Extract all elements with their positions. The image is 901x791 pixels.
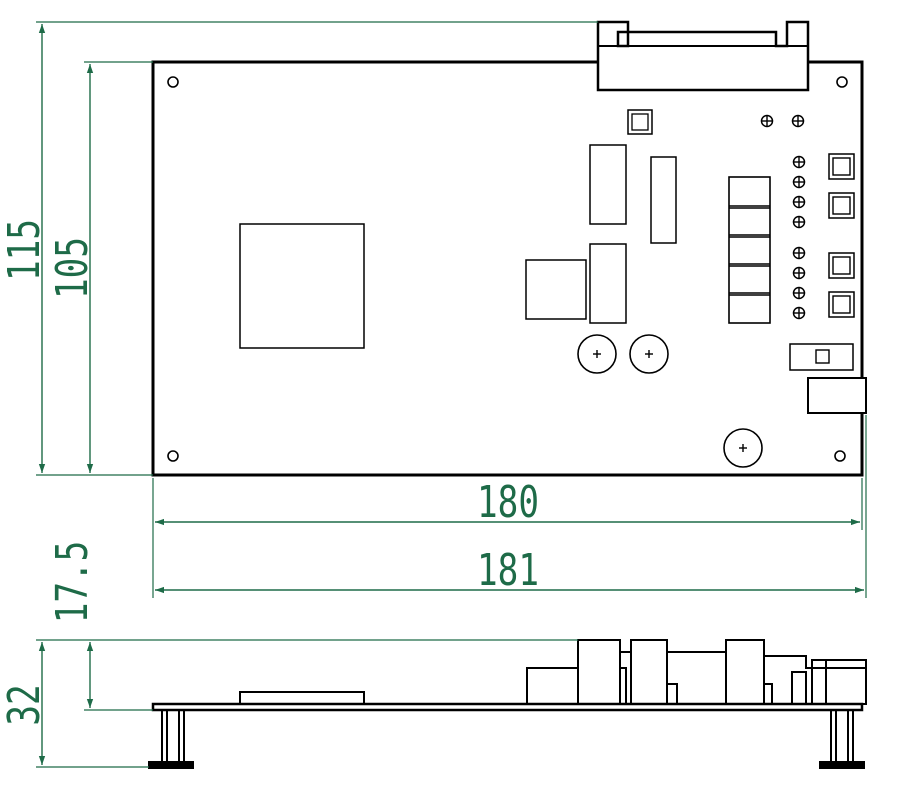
capacitor-1 [577, 334, 617, 374]
side-pcb [151, 702, 864, 712]
led-square-2 [828, 192, 855, 219]
dimension-labels: 115 105 180 181 17.5 32 [0, 219, 539, 726]
top-view [151, 20, 867, 477]
standoff-left [148, 709, 194, 769]
screw-terminal [792, 286, 806, 300]
side-components [526, 639, 813, 705]
standoff-right [819, 709, 865, 769]
component-rect-3 [589, 243, 627, 324]
dim-180-label: 180 [477, 477, 539, 528]
dim-115-label: 115 [0, 219, 50, 281]
capacitor-3 [723, 428, 763, 468]
dim-105-label: 105 [47, 237, 98, 299]
screw-terminal [760, 114, 774, 128]
screw-terminal [792, 306, 806, 320]
screw-terminal [792, 215, 806, 229]
screw-terminal [792, 175, 806, 189]
component-rect-2 [650, 156, 677, 244]
dimension-lines [36, 21, 867, 768]
dip-switch [789, 343, 854, 371]
component-square-mid [525, 259, 587, 320]
side-connector [811, 659, 867, 705]
screw-terminals [760, 114, 806, 320]
screw-terminal [792, 155, 806, 169]
db-connector-top [596, 20, 810, 92]
screw-terminal [792, 266, 806, 280]
screw-terminal [791, 114, 805, 128]
led-square-4 [828, 291, 855, 318]
pcb-outline [151, 60, 864, 477]
mounting-hole-bottom-left [167, 450, 179, 462]
mounting-hole-top-right [836, 76, 848, 88]
component-rect-1 [589, 144, 627, 225]
mounting-hole-bottom-right [834, 450, 846, 462]
capacitor-2 [629, 334, 669, 374]
side-chip [239, 691, 365, 705]
screw-terminal [792, 246, 806, 260]
dim-181-label: 181 [477, 545, 539, 596]
dim-17-5-label: 17.5 [47, 541, 98, 624]
small-component-top [627, 109, 653, 135]
main-chip [239, 223, 365, 349]
led-square-1 [828, 153, 855, 180]
side-view [148, 639, 867, 769]
relay-stack [728, 176, 771, 324]
dim-32-label: 32 [0, 684, 50, 725]
side-jack [807, 377, 867, 414]
mounting-hole-top-left [167, 76, 179, 88]
screw-terminal [792, 195, 806, 209]
led-square-3 [828, 252, 855, 279]
